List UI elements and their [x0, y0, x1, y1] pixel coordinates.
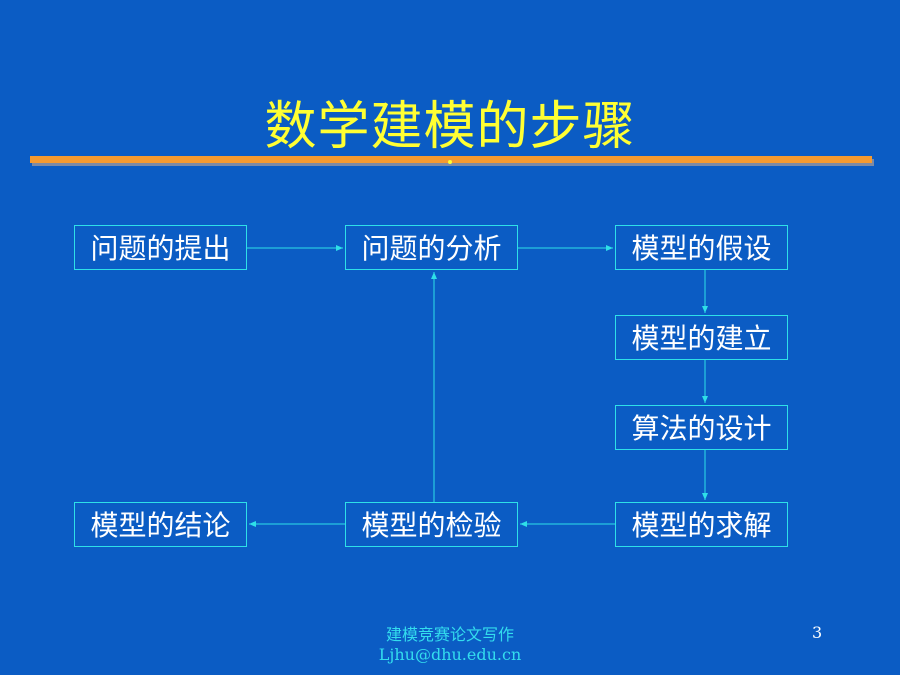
- box-model-testing: 模型的检验: [345, 502, 518, 547]
- box-model-solving: 模型的求解: [615, 502, 788, 547]
- box-problem-analysis: 问题的分析: [345, 225, 518, 270]
- box-model-conclusion: 模型的结论: [74, 502, 247, 547]
- title-underline-dot: [448, 160, 452, 164]
- slide-title: 数学建模的步骤: [264, 97, 636, 157]
- box-algorithm-design: 算法的设计: [615, 405, 788, 450]
- box-model-building: 模型的建立: [615, 315, 788, 360]
- title-underline: [30, 156, 872, 163]
- footer-course-title: 建模竞赛论文写作: [385, 625, 514, 644]
- box-problem-proposal: 问题的提出: [74, 225, 247, 270]
- footer-email: Ljhu@dhu.edu.cn: [378, 645, 522, 664]
- box-model-assumption: 模型的假设: [615, 225, 788, 270]
- page-number: 3: [812, 623, 823, 642]
